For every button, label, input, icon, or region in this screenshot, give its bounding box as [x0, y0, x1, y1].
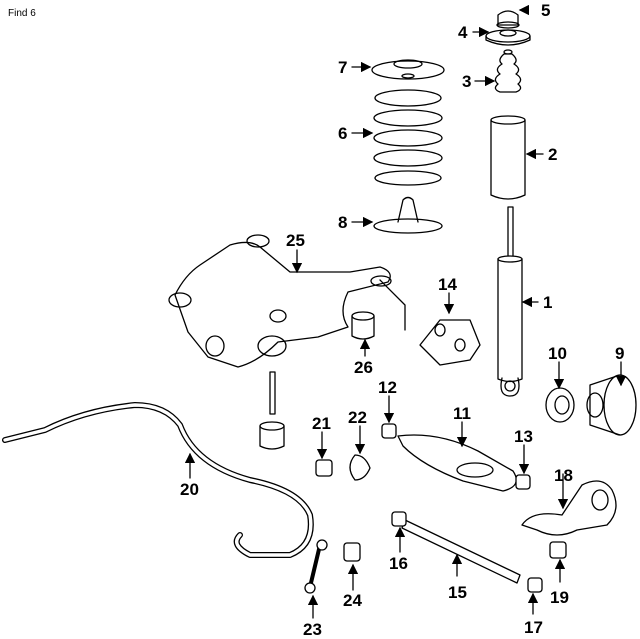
callout-9[interactable]: 9: [615, 344, 625, 363]
callout-20[interactable]: 20: [180, 480, 199, 499]
leader-arrows: [184, 4, 627, 619]
callout-18[interactable]: 18: [554, 466, 573, 485]
callout-21[interactable]: 21: [312, 414, 331, 433]
callout-16[interactable]: 16: [389, 554, 408, 573]
shock-absorber-part[interactable]: [497, 206, 523, 397]
control-arm-bushing-part[interactable]: [515, 474, 531, 490]
callout-3[interactable]: 3: [462, 72, 472, 91]
callout-15[interactable]: 15: [448, 583, 467, 602]
knuckle-bushing-part[interactable]: [549, 541, 567, 559]
callout-8[interactable]: 8: [338, 213, 348, 232]
differential-mount-part[interactable]: [419, 319, 481, 366]
dust-boot-part[interactable]: [490, 115, 526, 200]
callout-23[interactable]: 23: [303, 620, 322, 639]
stabilizer-bracket-part[interactable]: [349, 454, 371, 481]
callout-1[interactable]: 1: [543, 293, 553, 312]
coil-spring-part[interactable]: [373, 89, 443, 186]
subframe-part[interactable]: [168, 234, 406, 368]
subframe-bolt-part[interactable]: [259, 371, 285, 450]
wheel-bearing-part[interactable]: [545, 387, 575, 423]
callout-26[interactable]: 26: [354, 358, 373, 377]
callout-17[interactable]: 17: [524, 618, 543, 637]
lateral-link-part[interactable]: [401, 519, 521, 584]
bump-stop-part[interactable]: [494, 49, 522, 93]
callout-12[interactable]: 12: [378, 378, 397, 397]
callout-4[interactable]: 4: [458, 23, 468, 42]
callout-24[interactable]: 24: [343, 591, 362, 610]
stabilizer-bar-part[interactable]: [2, 402, 314, 558]
link-bushing-part[interactable]: [391, 511, 407, 527]
link-bushing-part[interactable]: [343, 542, 361, 562]
callout-22[interactable]: 22: [348, 408, 367, 427]
callout-7[interactable]: 7: [338, 58, 348, 77]
callout-6[interactable]: 6: [338, 124, 348, 143]
callout-5[interactable]: 5: [541, 1, 551, 20]
subframe-bushing-part[interactable]: [351, 311, 375, 340]
lower-control-arm-part[interactable]: [397, 434, 517, 492]
link-bushing-part[interactable]: [527, 577, 543, 593]
callout-11[interactable]: 11: [453, 404, 471, 423]
callout-25[interactable]: 25: [286, 231, 305, 250]
callout-19[interactable]: 19: [550, 588, 569, 607]
callout-10[interactable]: 10: [548, 344, 567, 363]
callout-2[interactable]: 2: [548, 145, 558, 164]
stabilizer-link-part[interactable]: [304, 539, 328, 594]
mount-cap-part[interactable]: [496, 10, 520, 29]
callout-14[interactable]: 14: [438, 275, 457, 294]
control-arm-bushing-part[interactable]: [381, 423, 397, 439]
upper-spring-seat-part[interactable]: [371, 59, 445, 80]
diagram-title: Find 6: [8, 8, 36, 19]
callout-13[interactable]: 13: [514, 427, 533, 446]
wheel-hub-part[interactable]: [586, 374, 637, 436]
stabilizer-bushing-part[interactable]: [315, 459, 333, 477]
lower-spring-insulator-part[interactable]: [373, 196, 443, 234]
knuckle-part[interactable]: [521, 480, 617, 536]
upper-mount-part[interactable]: [485, 29, 531, 46]
